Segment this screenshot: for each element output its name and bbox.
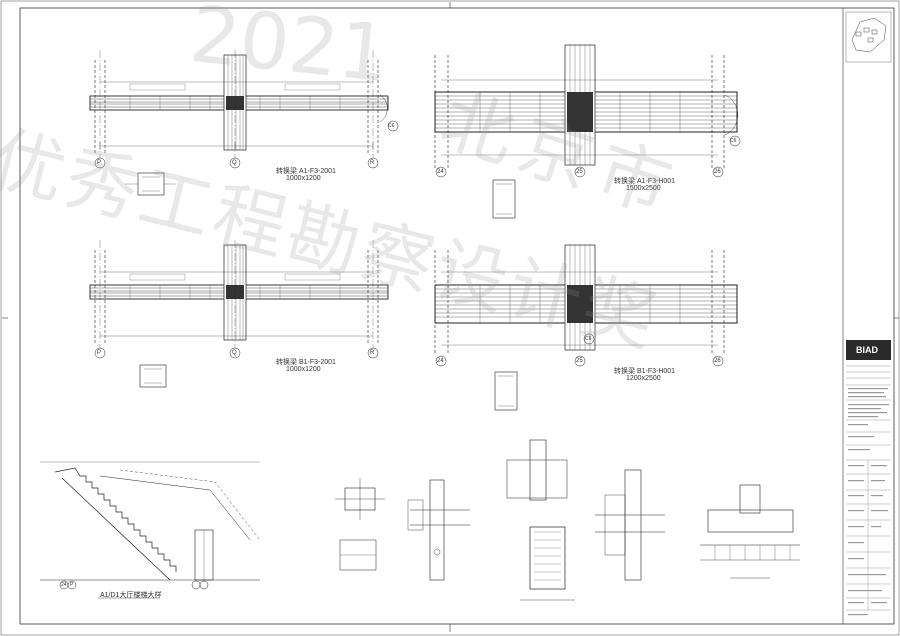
detail-tag-c6-right: C6 xyxy=(730,138,737,144)
beam-a1-2001-title: 转换梁 A1-F3-2001 xyxy=(276,168,336,175)
grid-24: 24 xyxy=(437,169,444,175)
grid-p-b: P xyxy=(97,350,102,356)
stair-grid-p: P xyxy=(70,582,74,588)
biad-logo-box xyxy=(846,340,891,360)
grid-26: 26 xyxy=(714,169,721,175)
beam-a1-h001-size: 1500x2500 xyxy=(626,185,661,192)
beam-b1-h001-title: 转换梁 B1-F3-H001 xyxy=(614,368,676,375)
detail-tag-c6: C6 xyxy=(388,123,395,129)
grid-r-b: R xyxy=(370,350,375,356)
grid-24-b: 24 xyxy=(437,358,444,364)
beam-a1-h001-title: 转换梁 A1-F3-H001 xyxy=(614,178,676,185)
grid-q: Q xyxy=(232,160,237,166)
grid-25-b: 25 xyxy=(576,358,583,364)
beam-b1-2001-size: 1000x1200 xyxy=(286,366,321,373)
beam-a1-f3-h001-elevation xyxy=(434,44,741,219)
beam-a1-f3-2001-elevation xyxy=(89,50,399,196)
detail-tag-c6-mid: C6 xyxy=(585,336,592,342)
grid-26-b: 26 xyxy=(714,358,721,364)
beam-b1-f3-2001-elevation xyxy=(89,240,389,388)
title-block xyxy=(842,8,892,624)
stair-title: A1/D1大厅楼梯大样 xyxy=(100,592,162,599)
connection-details xyxy=(335,439,800,601)
drawing-border xyxy=(19,7,895,625)
grid-q-b: Q xyxy=(232,350,237,356)
beam-a1-2001-size: 1000x1200 xyxy=(286,175,321,182)
stair-grid-24: 24 xyxy=(61,582,67,588)
beam-b1-f3-h001-elevation xyxy=(434,244,738,411)
grid-25: 25 xyxy=(576,169,583,175)
stair-detail xyxy=(40,461,261,599)
beam-b1-2001-title: 转换梁 B1-F3-2001 xyxy=(276,359,336,366)
grid-p: P xyxy=(97,160,102,166)
grid-r: R xyxy=(370,160,375,166)
biad-logo: BIAD xyxy=(856,345,878,355)
key-plan xyxy=(851,17,887,53)
beam-b1-h001-size: 1200x2500 xyxy=(626,375,661,382)
